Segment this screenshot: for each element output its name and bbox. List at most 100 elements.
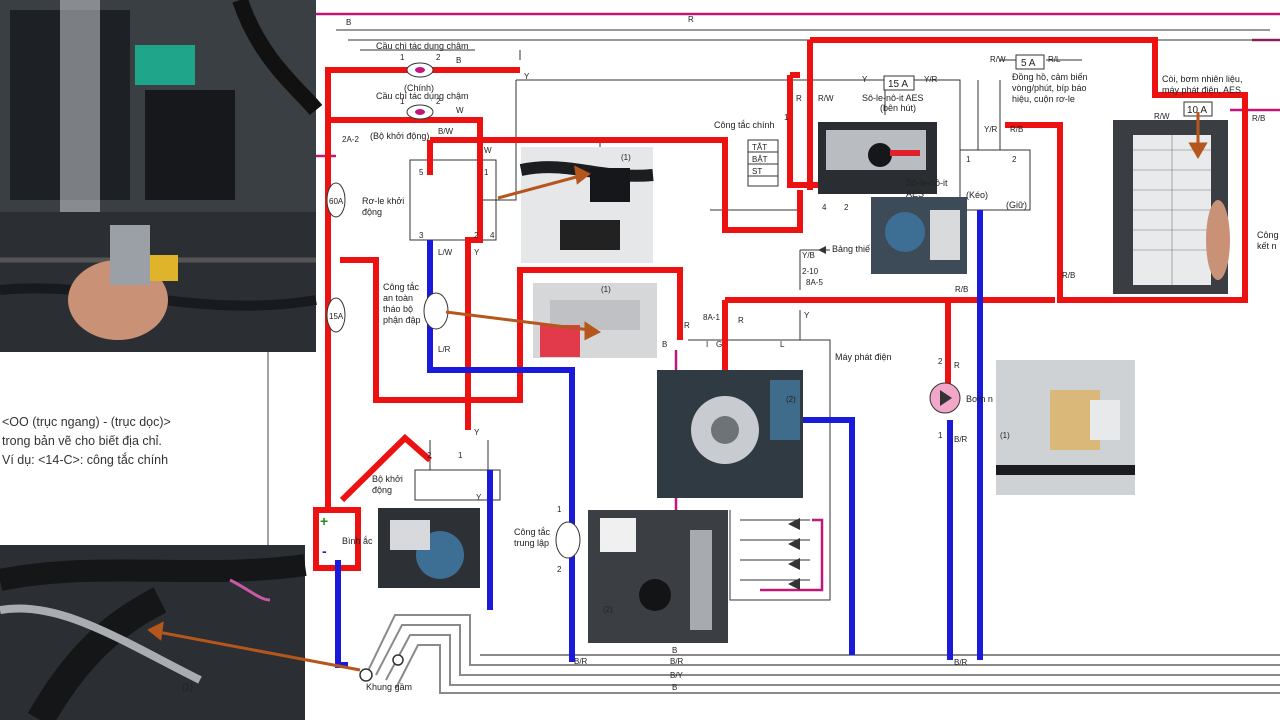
safety-label-3: tháo bộ [383, 304, 413, 314]
pin-2a: 2 [436, 53, 441, 62]
wc-br-2: B/R [574, 657, 588, 666]
pin-1f: 1 [938, 431, 943, 440]
wc-bw: B/W [438, 127, 454, 136]
neutral-label-1: Công tắc [514, 527, 551, 537]
wc-br-1: B/R [954, 435, 968, 444]
wc-b-4: B [672, 646, 677, 655]
side-label-1: Công [1257, 230, 1279, 240]
dash-label-1: Đồng hồ, cảm biến [1012, 72, 1088, 82]
wc-8a1: 8A-1 [703, 313, 720, 322]
ground-bus [365, 614, 1280, 694]
wc-w-1: W [456, 106, 464, 115]
dash-label-3: hiệu, cuộn rơ-le [1012, 94, 1075, 104]
bl-callout-1: (1) [182, 682, 193, 692]
battery-plus: + [320, 513, 328, 529]
photo-top-left [0, 0, 323, 212]
fuse-15a-vertical: 15A [326, 297, 346, 333]
main-label: (Chính) [404, 83, 434, 93]
photo-generator: (2) [657, 370, 803, 498]
pin-1d: 1 [784, 113, 789, 122]
wc-rw-1: R/W [818, 94, 834, 103]
neutral-switch-symbol [555, 521, 581, 559]
horn-label-1: Còi, bơm nhiên liệu, [1162, 74, 1242, 84]
key-on-label: BẬT [752, 155, 768, 164]
battery-minus: - [322, 543, 327, 559]
fuel-pump-arrow [940, 390, 952, 406]
fuse-5a-label: 5 A [1021, 58, 1036, 69]
wc-rb-1: R/B [1010, 125, 1023, 134]
wc-y-6: Y [476, 493, 482, 502]
side-label-2: kết n [1257, 241, 1277, 251]
relay-label-1: Rơ-le khởi [362, 196, 404, 206]
generator-label: Máy phát điện [835, 352, 892, 362]
dash-label-2: vòng/phút, bíp báo [1012, 83, 1087, 93]
key-start-label: ST [752, 167, 762, 176]
pin-2f: 2 [938, 357, 943, 366]
battery-symbol: + - [320, 513, 328, 559]
wc-yr-2: Y/R [984, 125, 998, 134]
pin-2c: 2 [474, 231, 479, 240]
dash-arrow-label: Bảng thiế [832, 244, 870, 254]
photo-mid-left [0, 212, 317, 352]
pin-1h: 1 [458, 451, 463, 460]
photo-neutral-switch: (2) [588, 510, 728, 643]
wc-y-1: Y [474, 248, 480, 257]
fuse-15a-v-label: 15A [329, 312, 344, 321]
pin-numbers: 1 2 1 2 5 1 3 2 4 1 4 2 1 2 2 1 1 2 2 1 [400, 53, 1017, 574]
gen-callout-2: (2) [786, 395, 796, 404]
safety-switch-symbol [423, 292, 449, 330]
horn-label-2: máy phát điện, AES [1162, 85, 1241, 95]
component-labels: Cầu chì tác dụng chậm (Chính) Cầu chì tá… [342, 41, 1279, 692]
wc-w-2: W [484, 146, 492, 155]
safety-label-1: Công tắc [383, 282, 420, 292]
wc-8a5: 8A-5 [806, 278, 823, 287]
wc-by: B/Y [670, 671, 684, 680]
solenoid-suction-1: Sô-le-nô-it AES [862, 93, 924, 103]
wc-y-5: Y [804, 311, 810, 320]
wc-b-3: B [662, 340, 667, 349]
main-fuse [406, 62, 434, 78]
wc-r-3: R [684, 321, 690, 330]
callout-arrows [147, 112, 1208, 672]
wc-yr: Y/R [924, 75, 938, 84]
solenoid-keep-2: AES [906, 189, 924, 199]
main-switch-label: Công tắc chính [714, 120, 775, 130]
photo-starter-motor [378, 508, 480, 588]
red-wires [313, 37, 1248, 571]
fuse-main-label: Cầu chì tác dụng chậm [376, 41, 469, 51]
chassis-ground-node [359, 668, 373, 682]
fuse-10a-label: 10 A [1187, 105, 1207, 116]
note-line-1: <OO (trục ngang) - (trục dọc)> [2, 415, 171, 429]
pin-2g: 2 [557, 565, 562, 574]
photo-fuel-pump: (1) [996, 360, 1135, 495]
pin-4: 4 [490, 231, 495, 240]
pin-1g: 1 [557, 505, 562, 514]
solenoid-keep-1: Sô-le-nô-it [906, 178, 948, 188]
pin-1e: 1 [966, 155, 971, 164]
address-note: <OO (trục ngang) - (trục dọc)> trong bản… [2, 415, 171, 467]
wc-br-4: B/R [670, 657, 684, 666]
wc-2a2: 2A-2 [342, 135, 359, 144]
main-switch-table: TẮT BẬT ST [747, 139, 779, 187]
wc-y-4: Y [862, 75, 868, 84]
pin-3: 3 [419, 231, 424, 240]
starter-fuse [406, 104, 434, 120]
relay-callout-1: (1) [621, 153, 631, 162]
wc-2-10: 2-10 [802, 267, 819, 276]
wc-b-2: B [456, 56, 461, 65]
wc-rb-3: R/B [1062, 271, 1075, 280]
starter-label-1: Bộ khởi [372, 474, 403, 484]
wc-lr: L/R [438, 345, 451, 354]
safety-callout-1: (1) [601, 285, 611, 294]
wc-r-1: R [796, 94, 802, 103]
wc-rw-2: R/W [990, 55, 1006, 64]
safety-label-4: phận đập [383, 315, 421, 325]
fuse-5a-box [1015, 54, 1045, 70]
solenoid-suction-2: (bên hút) [880, 103, 916, 113]
wc-rw-3: R/W [1154, 112, 1170, 121]
wc-r-4: R [954, 361, 960, 370]
photo-main-switch [818, 122, 937, 194]
safety-label-2: an toàn [383, 293, 413, 303]
wc-rb-4: R/B [955, 285, 968, 294]
wc-rb-2: R/B [1252, 114, 1265, 123]
